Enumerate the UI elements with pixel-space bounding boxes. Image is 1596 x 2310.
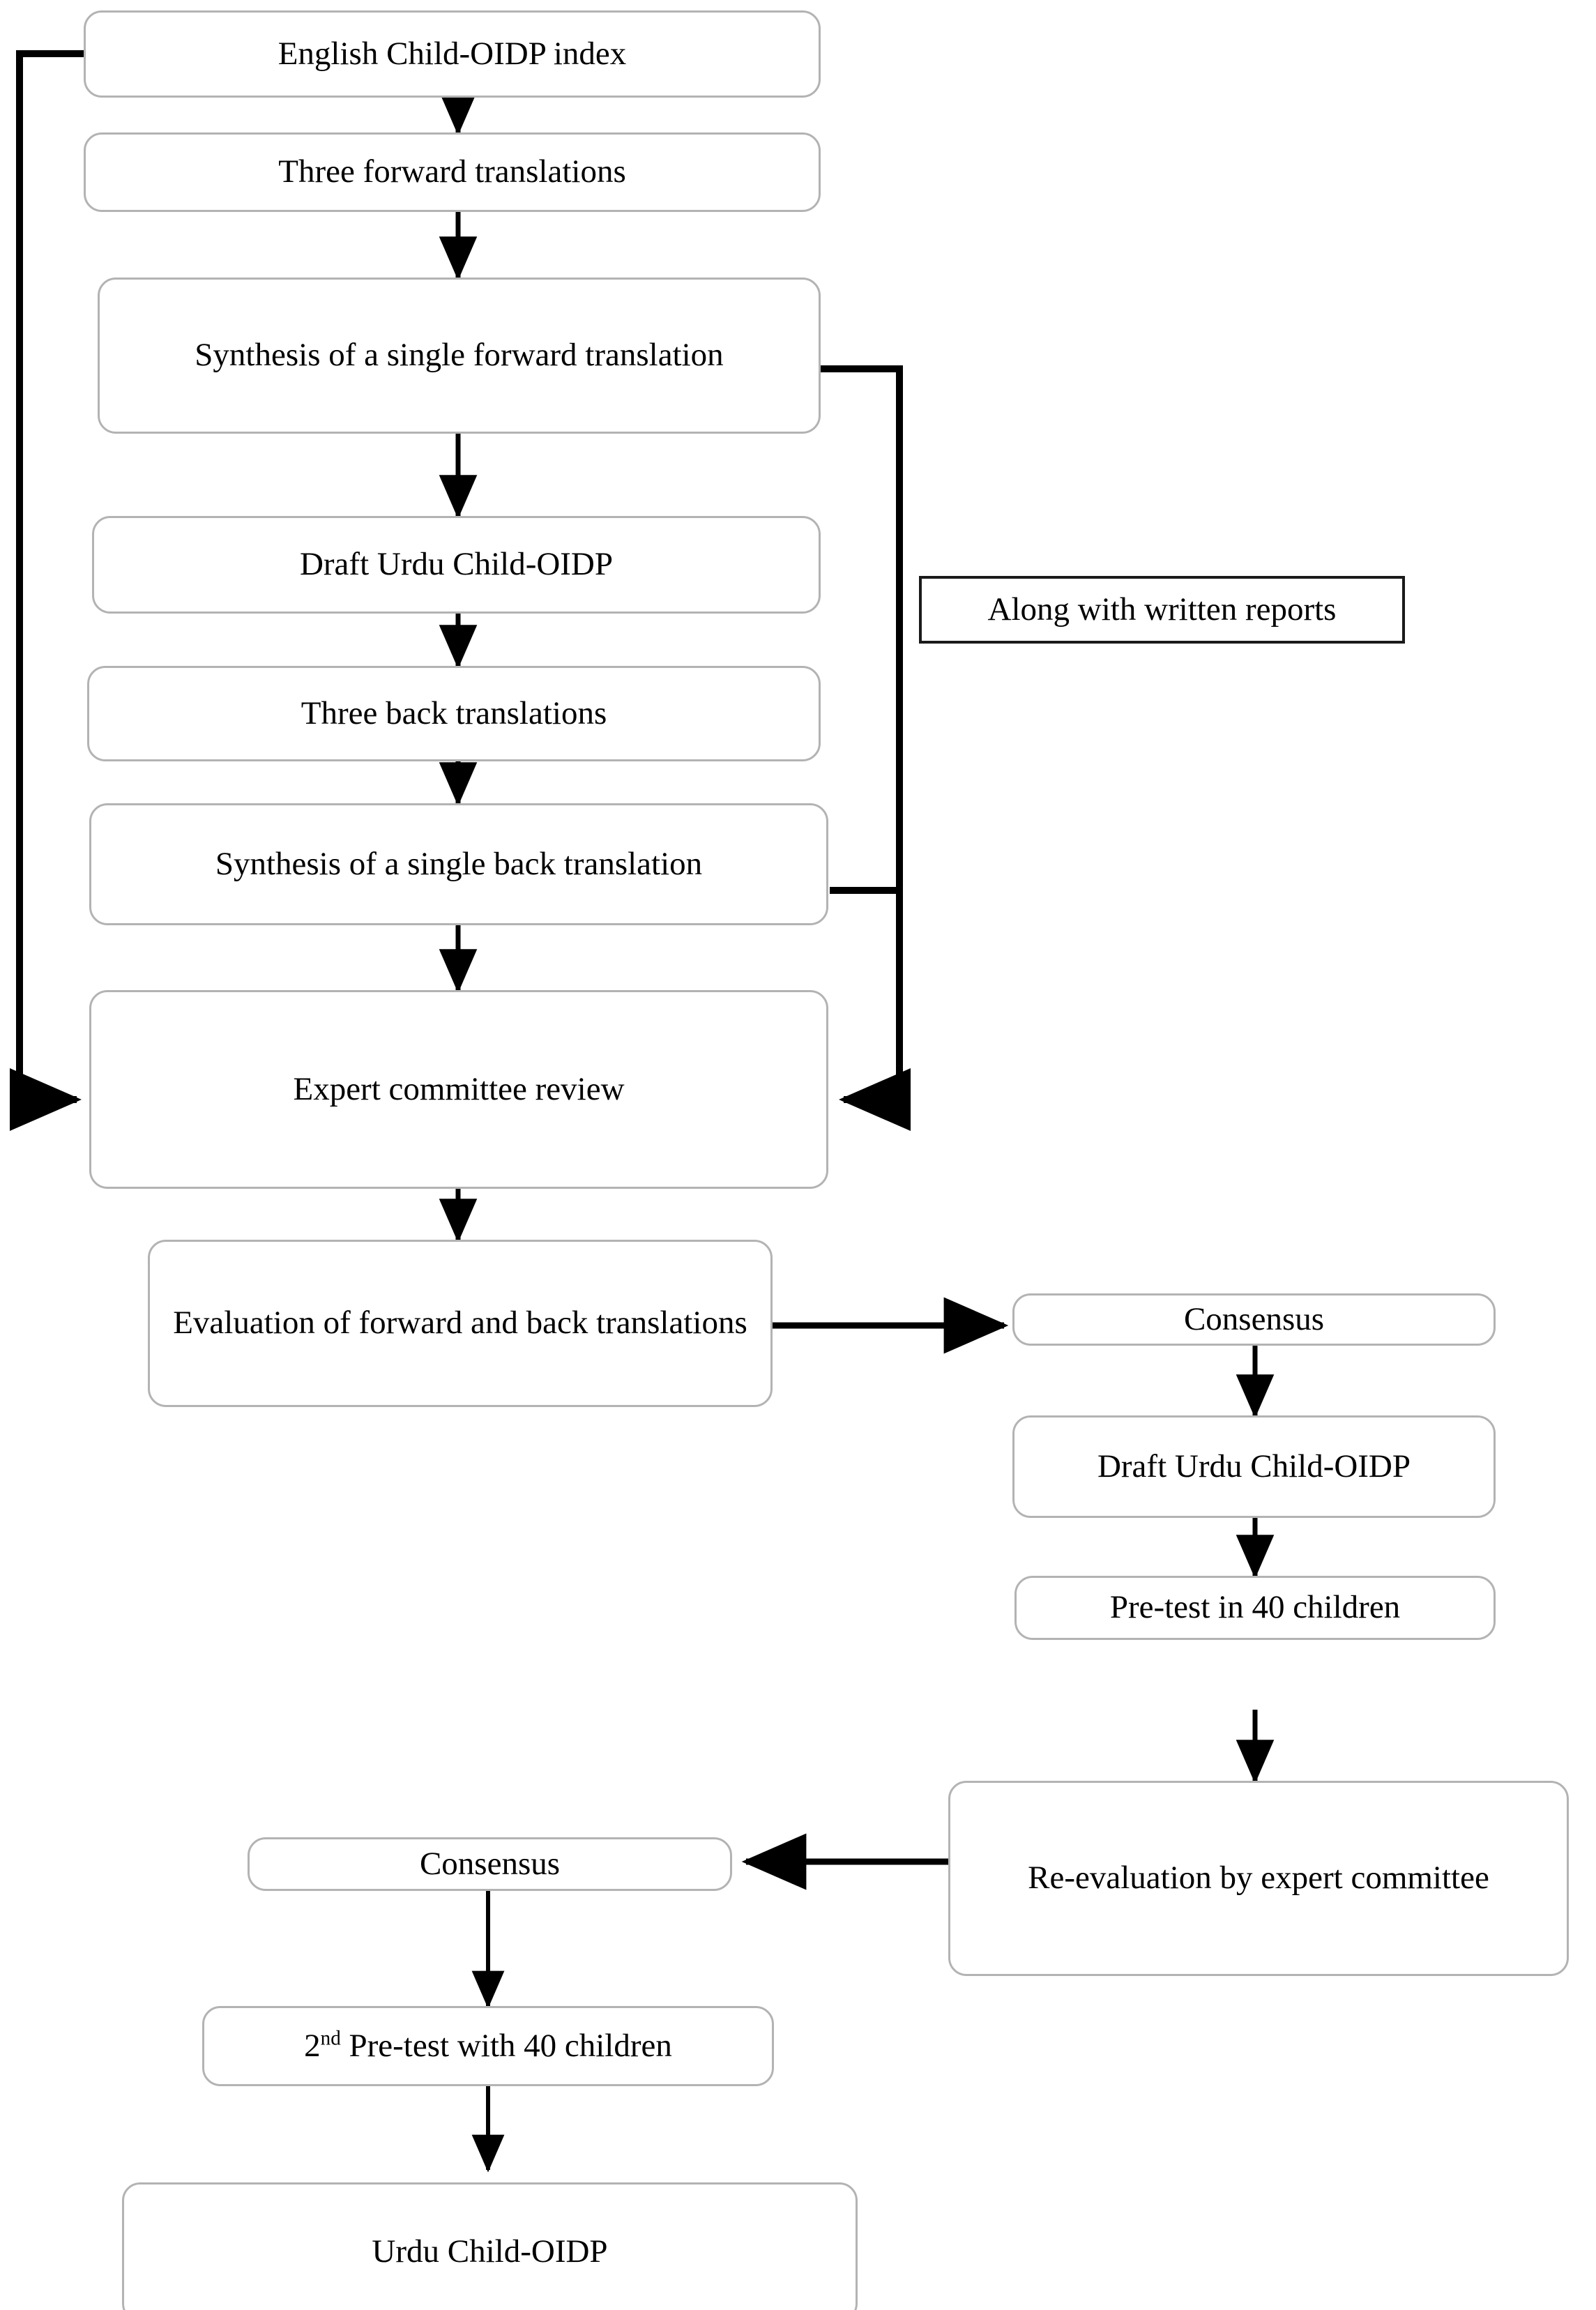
node-label: Re-evaluation by expert committee xyxy=(1028,1860,1489,1897)
node-re-evaluation-by-expert-committee[interactable]: Re-evaluation by expert committee xyxy=(948,1781,1569,1976)
node-label: Synthesis of a single forward translatio… xyxy=(195,337,724,374)
node-label: Synthesis of a single back translation xyxy=(215,845,703,882)
node-second-pre-test-40-children[interactable]: 2nd Pre-test with 40 children xyxy=(202,2006,774,2086)
node-label: English Child-OIDP index xyxy=(278,35,627,72)
node-label: Urdu Child-OIDP xyxy=(372,2233,608,2270)
node-synthesis-single-forward-translation[interactable]: Synthesis of a single forward translatio… xyxy=(98,278,821,434)
node-label: Expert committee review xyxy=(293,1070,625,1107)
node-expert-committee-review[interactable]: Expert committee review xyxy=(89,990,828,1189)
node-evaluation-forward-back-translations[interactable]: Evaluation of forward and back translati… xyxy=(148,1240,773,1407)
node-draft-urdu-child-oidp-first[interactable]: Draft Urdu Child-OIDP xyxy=(92,516,821,614)
node-label: 2nd Pre-test with 40 children xyxy=(214,2026,762,2066)
node-consensus-first[interactable]: Consensus xyxy=(1012,1293,1496,1346)
pretest2-number: 2 xyxy=(304,2027,321,2064)
node-label: Consensus xyxy=(419,1845,561,1882)
node-consensus-second[interactable]: Consensus xyxy=(248,1837,732,1891)
node-label: Pre-test in 40 children xyxy=(1109,1589,1401,1626)
node-pre-test-40-children[interactable]: Pre-test in 40 children xyxy=(1014,1576,1496,1640)
edge-forward-synthesis-right xyxy=(821,365,911,1131)
node-label: Draft Urdu Child-OIDP xyxy=(1097,1447,1411,1484)
node-synthesis-single-back-translation[interactable]: Synthesis of a single back translation xyxy=(89,803,828,925)
edge-feedback-left xyxy=(9,50,84,1132)
node-draft-urdu-child-oidp-second[interactable]: Draft Urdu Child-OIDP xyxy=(1012,1415,1496,1518)
pretest2-ordinal-suffix: nd xyxy=(320,2027,341,2050)
node-label: Three back translations xyxy=(301,694,607,731)
node-label: Draft Urdu Child-OIDP xyxy=(299,546,614,583)
node-label: Evaluation of forward and back translati… xyxy=(173,1305,747,1342)
note-along-with-written-reports: Along with written reports xyxy=(919,576,1405,644)
note-label: Along with written reports xyxy=(987,591,1337,628)
node-three-forward-translations[interactable]: Three forward translations xyxy=(84,132,821,212)
node-final-urdu-child-oidp[interactable]: Urdu Child-OIDP xyxy=(122,2182,858,2310)
node-label: Consensus xyxy=(1183,1300,1325,1337)
pretest2-rest: Pre-test with 40 children xyxy=(340,2027,672,2064)
node-three-back-translations[interactable]: Three back translations xyxy=(87,666,821,761)
node-english-child-oidp-index[interactable]: English Child-OIDP index xyxy=(84,10,821,98)
node-label: Three forward translations xyxy=(278,153,626,190)
